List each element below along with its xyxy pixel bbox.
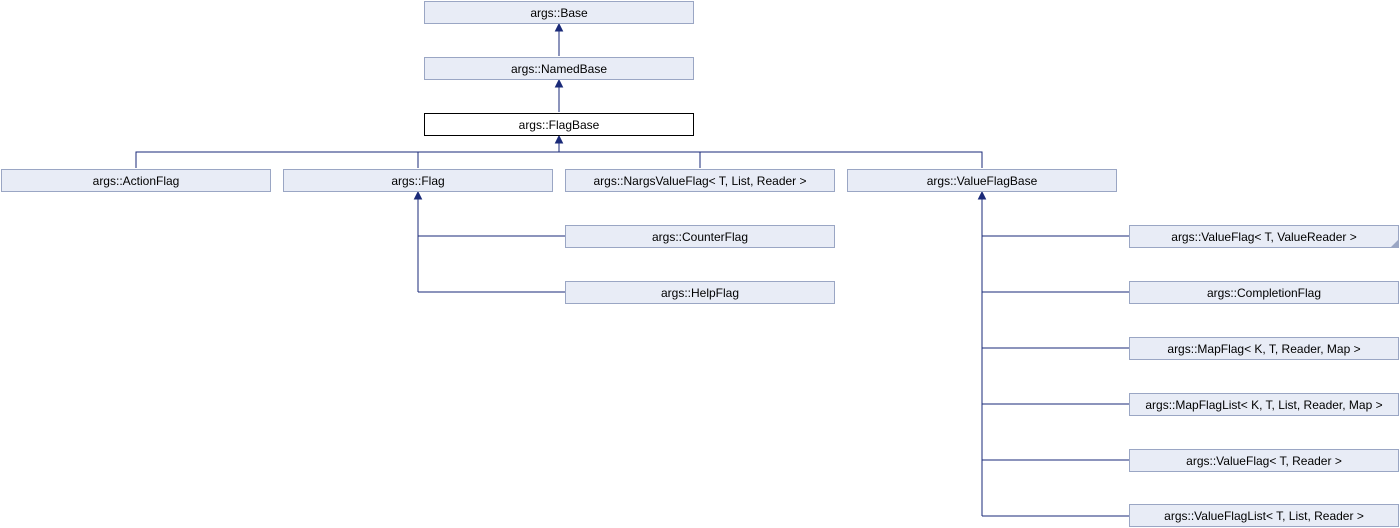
node-label: args::ValueFlagList< T, List, Reader > bbox=[1164, 508, 1364, 523]
node-label: args::NamedBase bbox=[510, 61, 608, 76]
node-counter-flag[interactable]: args::CounterFlag bbox=[565, 225, 835, 248]
node-action-flag[interactable]: args::ActionFlag bbox=[1, 169, 271, 192]
arrowhead-base bbox=[554, 22, 564, 32]
folded-corner-icon bbox=[1391, 240, 1398, 247]
node-label: args::Flag bbox=[391, 173, 445, 188]
node-flag-base: args::FlagBase bbox=[424, 113, 694, 136]
node-base[interactable]: args::Base bbox=[424, 1, 694, 24]
node-value-flag-list[interactable]: args::ValueFlagList< T, List, Reader > bbox=[1129, 504, 1399, 527]
node-label: args::FlagBase bbox=[518, 117, 600, 132]
node-label: args::CounterFlag bbox=[651, 229, 749, 244]
node-label: args::CompletionFlag bbox=[1206, 285, 1322, 300]
node-value-flag-value-reader[interactable]: args::ValueFlag< T, ValueReader > bbox=[1129, 225, 1399, 248]
node-value-flag-reader[interactable]: args::ValueFlag< T, Reader > bbox=[1129, 449, 1399, 472]
node-label: args::MapFlagList< K, T, List, Reader, M… bbox=[1145, 397, 1383, 412]
node-label: args::HelpFlag bbox=[660, 285, 740, 300]
arrowhead-namedbase bbox=[554, 78, 564, 88]
node-label: args::ValueFlagBase bbox=[926, 173, 1038, 188]
node-label: args::ActionFlag bbox=[92, 173, 180, 188]
node-label: args::MapFlag< K, T, Reader, Map > bbox=[1167, 341, 1361, 356]
edge-children-flagbase bbox=[135, 151, 983, 168]
node-completion-flag[interactable]: args::CompletionFlag bbox=[1129, 281, 1399, 304]
arrowhead-flagbase bbox=[554, 134, 564, 144]
node-map-flag[interactable]: args::MapFlag< K, T, Reader, Map > bbox=[1129, 337, 1399, 360]
node-label: args::NargsValueFlag< T, List, Reader > bbox=[593, 173, 807, 188]
node-help-flag[interactable]: args::HelpFlag bbox=[565, 281, 835, 304]
arrowhead-flag bbox=[413, 190, 423, 200]
node-label: args::ValueFlag< T, ValueReader > bbox=[1171, 229, 1357, 244]
arrowhead-valueflagbase bbox=[977, 190, 987, 200]
node-label: args::Base bbox=[530, 5, 588, 20]
node-map-flag-list[interactable]: args::MapFlagList< K, T, List, Reader, M… bbox=[1129, 393, 1399, 416]
node-label: args::ValueFlag< T, Reader > bbox=[1186, 453, 1342, 468]
node-value-flag-base[interactable]: args::ValueFlagBase bbox=[847, 169, 1117, 192]
node-nargs-value-flag[interactable]: args::NargsValueFlag< T, List, Reader > bbox=[565, 169, 835, 192]
node-flag[interactable]: args::Flag bbox=[283, 169, 553, 192]
node-named-base[interactable]: args::NamedBase bbox=[424, 57, 694, 80]
